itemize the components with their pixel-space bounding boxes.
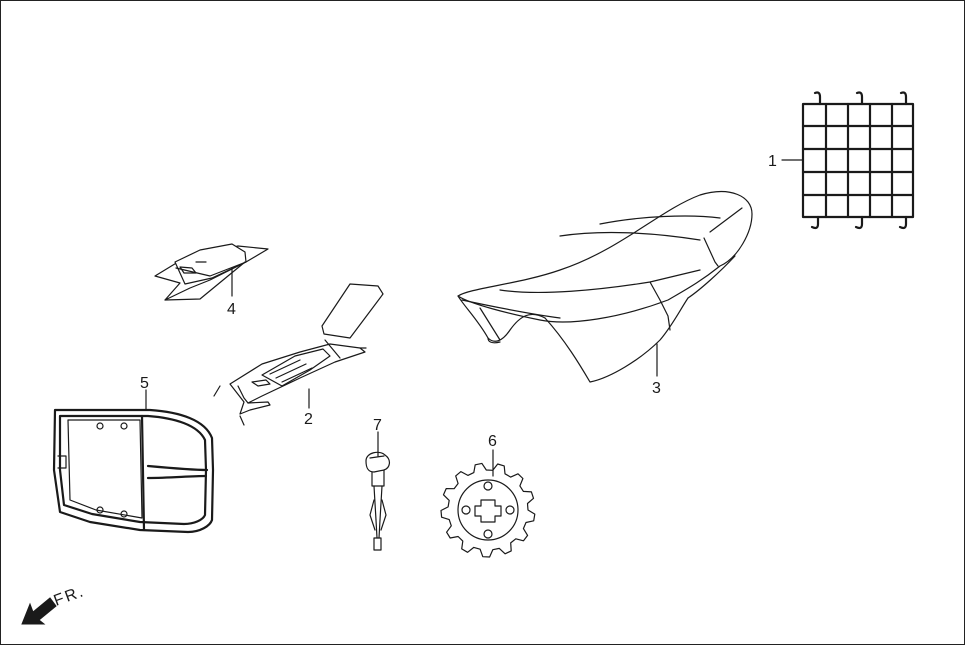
part-label-4: 4 <box>227 301 236 318</box>
front-direction-label: FR. <box>52 583 88 610</box>
rear-rack-icon <box>52 408 215 534</box>
seat-icon <box>457 191 753 383</box>
part-label-1: 1 <box>768 153 777 170</box>
drive-sprocket-icon <box>440 462 536 558</box>
part-label-3: 3 <box>652 380 661 397</box>
part-label-5: 5 <box>140 375 149 392</box>
seat-base-bracket-icon <box>213 283 384 426</box>
part-label-2: 2 <box>304 411 313 428</box>
dipstick-icon <box>365 451 390 551</box>
front-direction-arrow-icon <box>21 597 57 625</box>
part-label-7: 7 <box>373 417 382 434</box>
cargo-net-icon <box>801 91 915 230</box>
part-label-6: 6 <box>488 433 497 450</box>
leader-lines <box>145 159 804 477</box>
tool-bag-icon <box>154 243 269 301</box>
